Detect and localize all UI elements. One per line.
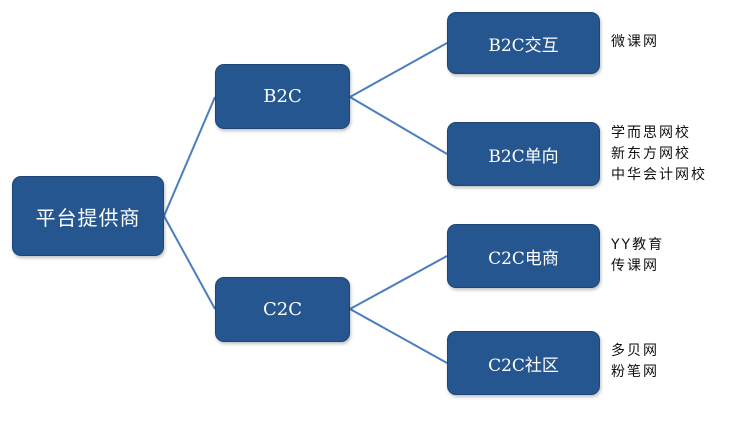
connector-root-b2c <box>163 96 216 217</box>
connector-c2c-ecommerce <box>349 255 448 310</box>
node-b2c-interactive: B2C交互 <box>447 12 600 74</box>
example-item: 多贝网 <box>611 343 659 359</box>
connector-b2c-oneway <box>349 96 448 155</box>
node-c2c-community: C2C社区 <box>447 331 600 395</box>
node-b2c: B2C <box>215 64 350 129</box>
root-node-label: 平台提供商 <box>35 205 141 230</box>
example-item: YY教育 <box>611 237 665 253</box>
node-b2c-interactive-label: B2C交互 <box>488 35 559 56</box>
node-c2c-community-label: C2C社区 <box>488 355 559 376</box>
node-c2c: C2C <box>215 277 350 342</box>
node-c2c-ecommerce-label: C2C电商 <box>488 248 559 269</box>
example-item: 新东方网校 <box>611 146 691 162</box>
connector-b2c-interactive <box>349 42 448 98</box>
examples-b2c-oneway: 学而思网校 新东方网校 中华会计网校 <box>611 123 707 186</box>
examples-c2c-community: 多贝网 粉笔网 <box>611 341 659 383</box>
connector-c2c-community <box>349 308 448 364</box>
examples-b2c-interactive: 微课网 <box>611 32 659 53</box>
example-item: 粉笔网 <box>611 364 659 380</box>
node-b2c-oneway-label: B2C单向 <box>488 146 559 167</box>
examples-c2c-ecommerce: YY教育 传课网 <box>611 235 664 277</box>
node-c2c-label: C2C <box>263 299 302 320</box>
root-node-platform-provider: 平台提供商 <box>12 176 164 256</box>
example-item: 微课网 <box>611 34 659 50</box>
node-b2c-label: B2C <box>263 86 302 107</box>
example-item: 中华会计网校 <box>611 167 707 183</box>
node-c2c-ecommerce: C2C电商 <box>447 224 600 288</box>
example-item: 学而思网校 <box>611 125 691 141</box>
node-b2c-oneway: B2C单向 <box>447 122 600 186</box>
connector-root-c2c <box>163 215 216 310</box>
example-item: 传课网 <box>611 258 659 274</box>
